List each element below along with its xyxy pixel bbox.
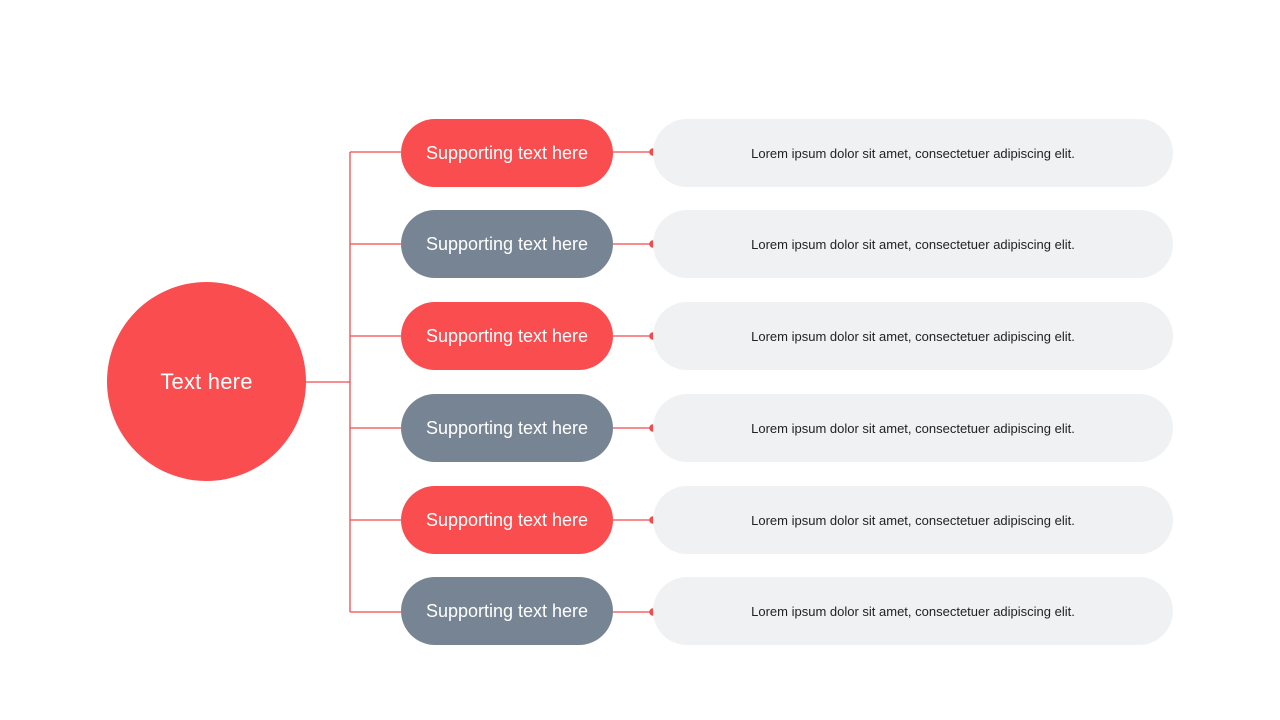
description-text: Lorem ipsum dolor sit amet, consectetuer… (751, 603, 1075, 619)
description-text: Lorem ipsum dolor sit amet, consectetuer… (751, 512, 1075, 528)
description-text: Lorem ipsum dolor sit amet, consectetuer… (751, 328, 1075, 344)
branch-description-1: Lorem ipsum dolor sit amet, consectetuer… (653, 119, 1173, 187)
branch-label: Supporting text here (425, 600, 589, 621)
branch-pill-4: Supporting text here (401, 394, 613, 462)
branch-description-4: Lorem ipsum dolor sit amet, consectetuer… (653, 394, 1173, 462)
branch-description-6: Lorem ipsum dolor sit amet, consectetuer… (653, 577, 1173, 645)
description-text: Lorem ipsum dolor sit amet, consectetuer… (751, 236, 1075, 252)
central-topic-circle: Text here (107, 282, 306, 481)
branch-label: Supporting text here (425, 325, 589, 346)
branch-pill-6: Supporting text here (401, 577, 613, 645)
branch-pill-2: Supporting text here (401, 210, 613, 278)
description-text: Lorem ipsum dolor sit amet, consectetuer… (751, 145, 1075, 161)
branch-description-3: Lorem ipsum dolor sit amet, consectetuer… (653, 302, 1173, 370)
branch-label: Supporting text here (425, 417, 589, 438)
branch-description-2: Lorem ipsum dolor sit amet, consectetuer… (653, 210, 1173, 278)
branch-label: Supporting text here (425, 142, 589, 163)
branch-pill-3: Supporting text here (401, 302, 613, 370)
branch-pill-5: Supporting text here (401, 486, 613, 554)
branch-label: Supporting text here (425, 233, 589, 254)
branch-label: Supporting text here (425, 509, 589, 530)
branch-description-5: Lorem ipsum dolor sit amet, consectetuer… (653, 486, 1173, 554)
description-text: Lorem ipsum dolor sit amet, consectetuer… (751, 420, 1075, 436)
branch-pill-1: Supporting text here (401, 119, 613, 187)
central-topic-label: Text here (160, 368, 253, 394)
